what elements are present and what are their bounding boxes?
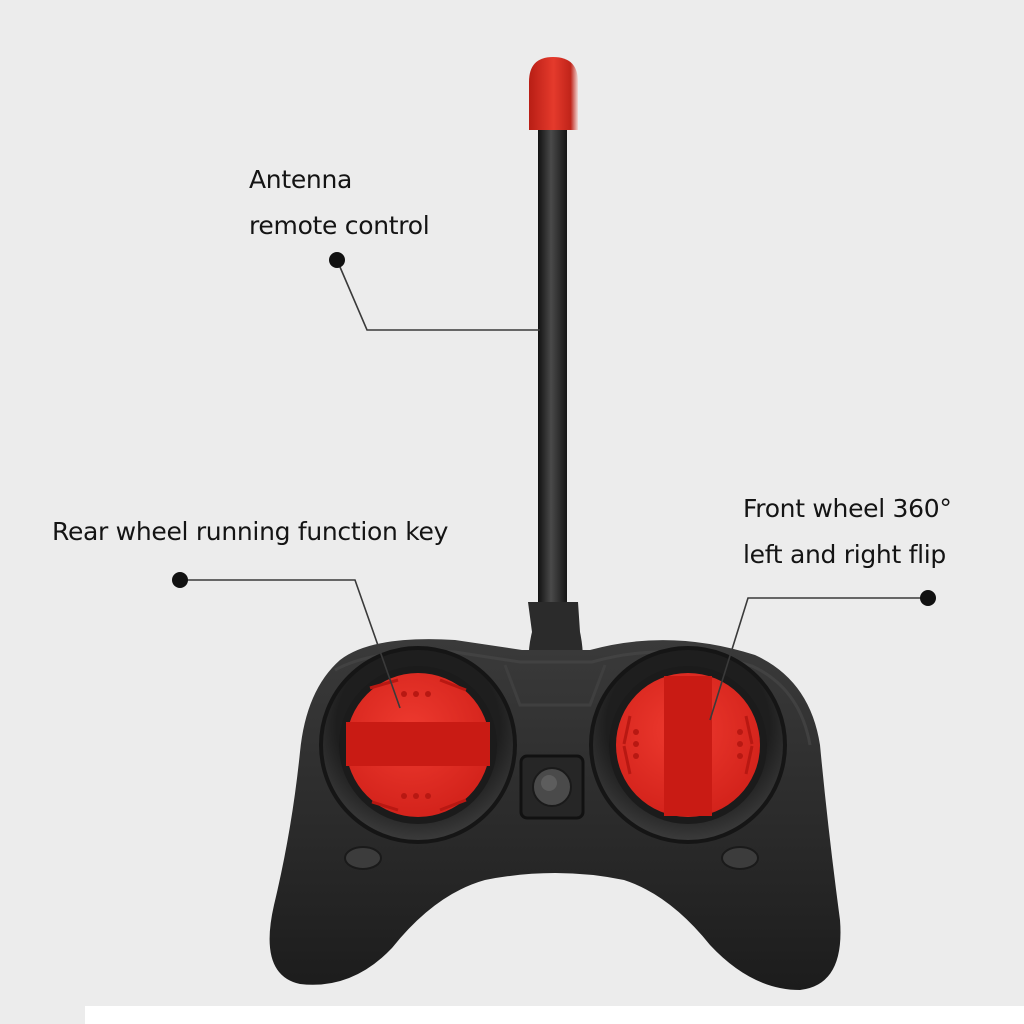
antenna-dot xyxy=(329,252,345,268)
bottom-strip xyxy=(85,1006,1024,1024)
rear-wheel-leader xyxy=(180,579,401,709)
callout-dots xyxy=(172,252,936,606)
rear-wheel-bar xyxy=(346,722,490,766)
left-grip-button xyxy=(344,846,382,870)
front-wheel-bar xyxy=(664,676,712,816)
front-wheel-dot xyxy=(920,590,936,606)
rear-wheel-dot xyxy=(172,572,188,588)
rear-wheel-key xyxy=(319,646,517,844)
body-ridge xyxy=(503,664,607,707)
leader-lines xyxy=(180,259,928,721)
front-wheel-label: Front wheel 360° left and right flip xyxy=(743,486,952,578)
front-wheel-label-line2: left and right flip xyxy=(743,540,946,569)
front-wheel-label-line1: Front wheel 360° xyxy=(743,494,952,523)
antenna-rod xyxy=(538,130,567,602)
antenna-label-line2: remote control xyxy=(249,211,430,240)
antenna-tip xyxy=(529,57,578,130)
antenna xyxy=(528,57,583,699)
antenna-leader xyxy=(336,259,540,331)
antenna-label-line1: Antenna xyxy=(249,165,353,194)
right-grip-button xyxy=(721,846,759,870)
power-button xyxy=(519,754,585,820)
front-wheel-leader xyxy=(709,597,928,721)
rear-wheel-label-line1: Rear wheel running function key xyxy=(52,517,449,546)
antenna-label: Antenna remote control xyxy=(249,157,430,249)
rear-wheel-label: Rear wheel running function key xyxy=(52,509,448,555)
front-wheel-key xyxy=(589,646,787,844)
